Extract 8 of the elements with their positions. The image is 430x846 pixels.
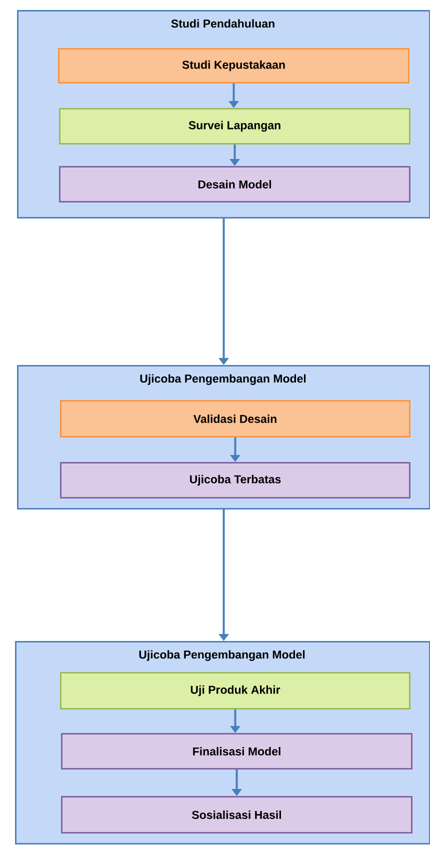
process-box: Studi Kepustakaan: [58, 48, 410, 84]
process-box: Ujicoba Terbatas: [60, 462, 410, 498]
process-box: Validasi Desain: [60, 400, 410, 438]
process-box: Survei Lapangan: [59, 108, 410, 144]
process-box: Sosialisasi Hasil: [61, 796, 412, 834]
process-box: Finalisasi Model: [61, 733, 412, 770]
process-box: Uji Produk Akhir: [60, 672, 410, 710]
process-box: Desain Model: [59, 166, 410, 202]
